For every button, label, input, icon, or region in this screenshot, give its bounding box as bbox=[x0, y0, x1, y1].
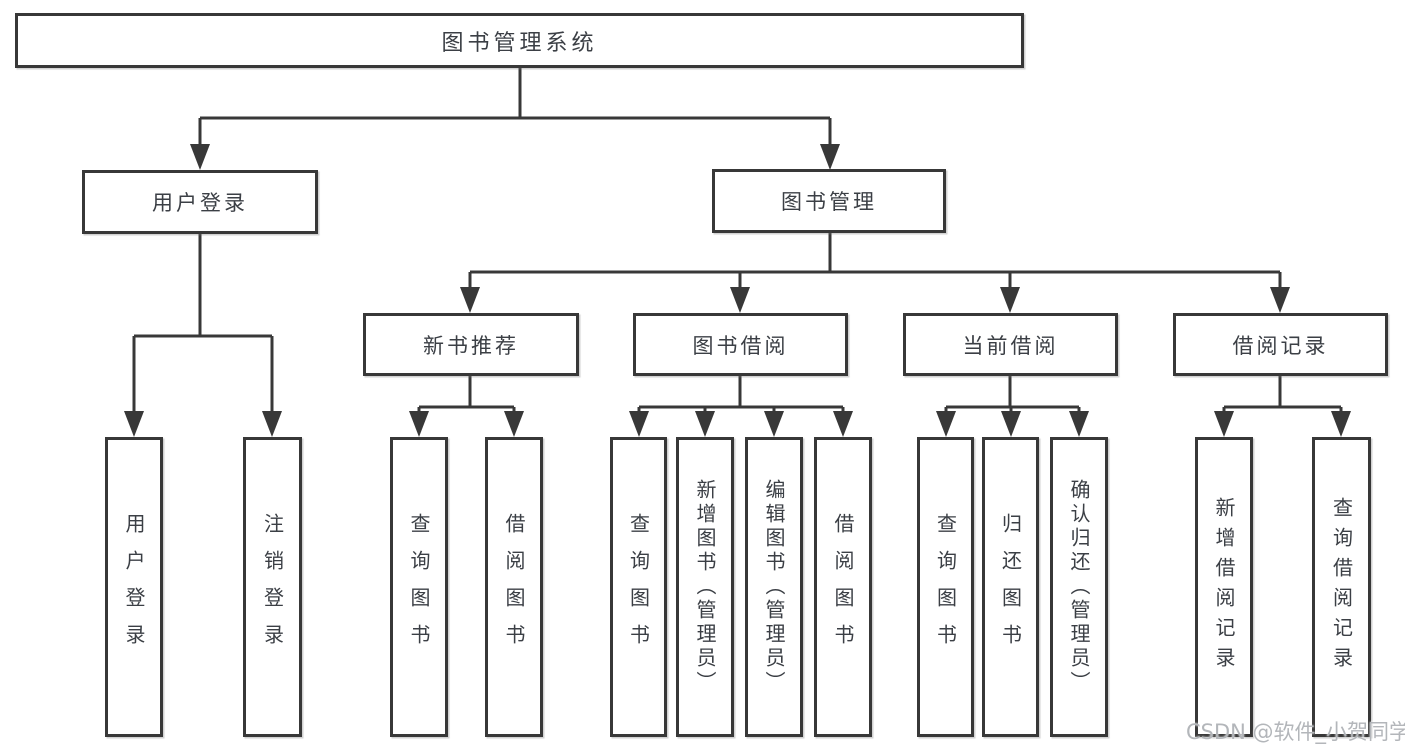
leaf-query-borrow-record: 查询借阅记录 bbox=[1312, 437, 1371, 737]
leaf-query-book-2-label: 查询图书 bbox=[626, 513, 651, 661]
node-user-login-label: 用户登录 bbox=[152, 191, 248, 215]
leaf-query-book-3: 查询图书 bbox=[917, 437, 974, 737]
leaf-borrow-book-2-label: 借阅图书 bbox=[831, 513, 855, 661]
leaf-query-book-1: 查询图书 bbox=[390, 437, 448, 737]
node-current-borrow: 当前借阅 bbox=[903, 313, 1118, 376]
leaf-confirm-return-admin: 确认归还（管理员） bbox=[1050, 437, 1108, 737]
leaf-add-borrow-record-label: 新增借阅记录 bbox=[1212, 497, 1236, 677]
node-borrow-records: 借阅记录 bbox=[1173, 313, 1388, 376]
node-borrow-records-label: 借阅记录 bbox=[1232, 333, 1329, 358]
leaf-borrow-book-1: 借阅图书 bbox=[485, 437, 543, 737]
node-root: 图书管理系统 bbox=[15, 13, 1024, 68]
leaf-borrow-book-1-label: 借阅图书 bbox=[502, 513, 526, 661]
leaf-query-book-2: 查询图书 bbox=[610, 437, 667, 737]
node-book-management: 图书管理 bbox=[712, 169, 946, 233]
leaf-user-login: 用户登录 bbox=[105, 437, 163, 737]
tree-connector-lines bbox=[132, 68, 1343, 416]
leaf-query-book-1-label: 查询图书 bbox=[407, 513, 431, 661]
leaf-logout: 注销登录 bbox=[243, 437, 302, 737]
leaf-return-book: 归还图书 bbox=[982, 437, 1039, 737]
node-book-borrow-label: 图书借阅 bbox=[692, 333, 789, 358]
leaf-add-book-admin: 新增图书（管理员） bbox=[676, 437, 734, 737]
leaf-borrow-book-2: 借阅图书 bbox=[814, 437, 872, 737]
leaf-return-book-label: 归还图书 bbox=[998, 513, 1023, 661]
node-book-borrow: 图书借阅 bbox=[633, 313, 848, 376]
leaf-add-book-admin-label: 新增图书（管理员） bbox=[693, 479, 717, 695]
arrowhead-down-icons bbox=[124, 144, 1351, 437]
node-new-book-recommend-label: 新书推荐 bbox=[423, 333, 519, 358]
leaf-query-borrow-record-label: 查询借阅记录 bbox=[1329, 497, 1354, 677]
leaf-add-borrow-record: 新增借阅记录 bbox=[1195, 437, 1253, 737]
leaf-user-login-label: 用户登录 bbox=[122, 513, 146, 661]
node-root-label: 图书管理系统 bbox=[441, 30, 598, 56]
leaf-logout-label: 注销登录 bbox=[260, 513, 285, 661]
watermark: CSDN @软件_小贺同学 bbox=[1186, 720, 1405, 744]
node-user-login: 用户登录 bbox=[82, 170, 318, 234]
node-current-borrow-label: 当前借阅 bbox=[962, 333, 1059, 358]
leaf-edit-book-admin-label: 编辑图书（管理员） bbox=[762, 479, 786, 695]
leaf-edit-book-admin: 编辑图书（管理员） bbox=[745, 437, 803, 737]
node-new-book-recommend: 新书推荐 bbox=[363, 313, 579, 376]
node-book-management-label: 图书管理 bbox=[781, 190, 877, 214]
leaf-confirm-return-admin-label: 确认归还（管理员） bbox=[1067, 479, 1091, 695]
leaf-query-book-3-label: 查询图书 bbox=[933, 513, 958, 661]
